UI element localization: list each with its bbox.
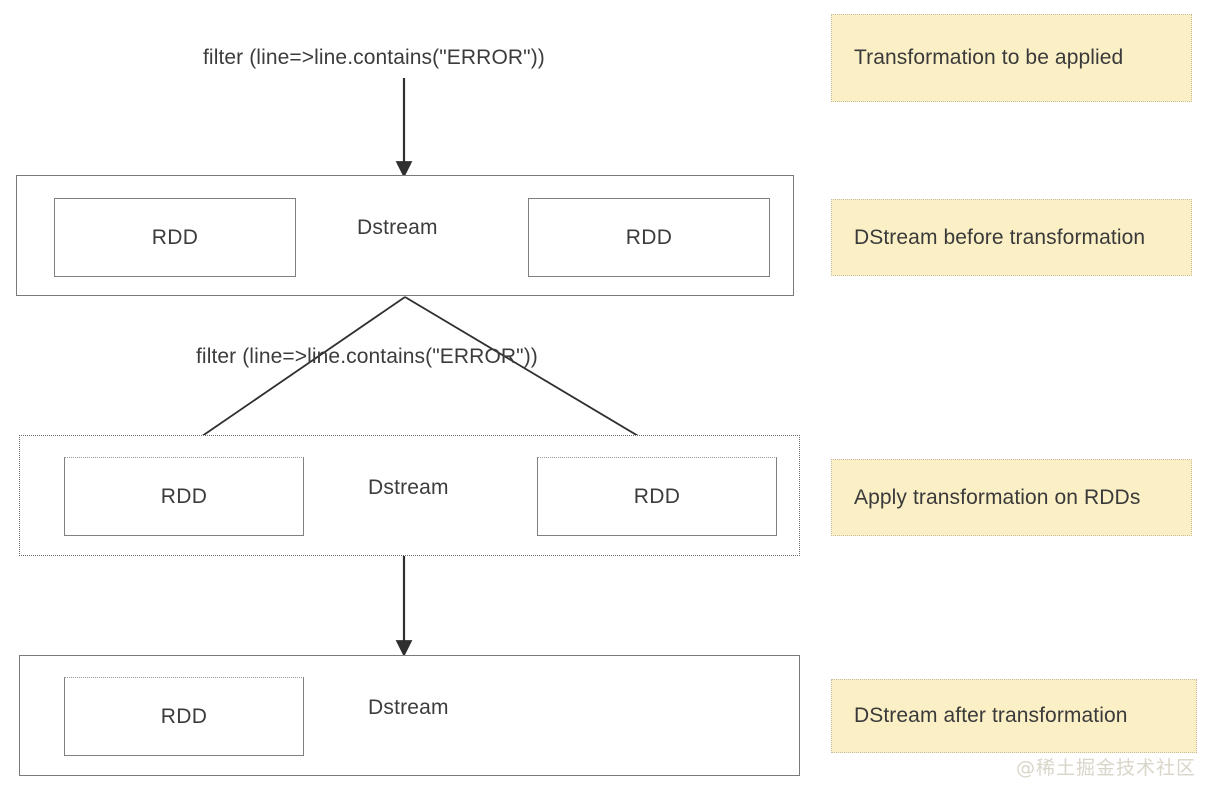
legend-label: Apply transformation on RDDs (854, 485, 1141, 509)
legend-transformation: Transformation to be applied (831, 14, 1192, 102)
legend-after: DStream after transformation (831, 679, 1197, 753)
arrow-fanout-right (404, 296, 659, 448)
rdd-label: RDD (625, 225, 673, 249)
legend-label: DStream after transformation (854, 704, 1128, 727)
legend-label: DStream before transformation (854, 225, 1146, 249)
rdd-label: RDD (160, 484, 208, 508)
arrow-fanout-left (183, 296, 406, 449)
dstream-after-container: RDD Dstream (19, 655, 800, 776)
rdd-label: RDD (160, 704, 208, 728)
rdd-box: RDD (54, 198, 296, 277)
dstream-label: Dstream (368, 696, 449, 719)
legend-before: DStream before transformation (831, 199, 1192, 276)
rdd-box: RDD (528, 198, 770, 277)
rdd-label: RDD (633, 484, 681, 508)
dstream-applying-container: RDD Dstream RDD (19, 435, 800, 556)
legend-label: Transformation to be applied (854, 46, 1124, 69)
rdd-box: RDD (64, 457, 304, 536)
watermark: @稀土掘金技术社区 (1015, 757, 1196, 779)
dstream-before-container: RDD Dstream RDD (16, 175, 794, 296)
filter-caption-middle: filter (line=>line.contains("ERROR")) (196, 345, 538, 368)
rdd-box: RDD (537, 457, 777, 536)
rdd-label: RDD (151, 225, 199, 249)
dstream-label: Dstream (368, 476, 449, 499)
rdd-box: RDD (64, 677, 304, 756)
dstream-label: Dstream (357, 216, 438, 239)
filter-caption-top: filter (line=>line.contains("ERROR")) (203, 46, 545, 69)
legend-apply: Apply transformation on RDDs (831, 459, 1192, 536)
